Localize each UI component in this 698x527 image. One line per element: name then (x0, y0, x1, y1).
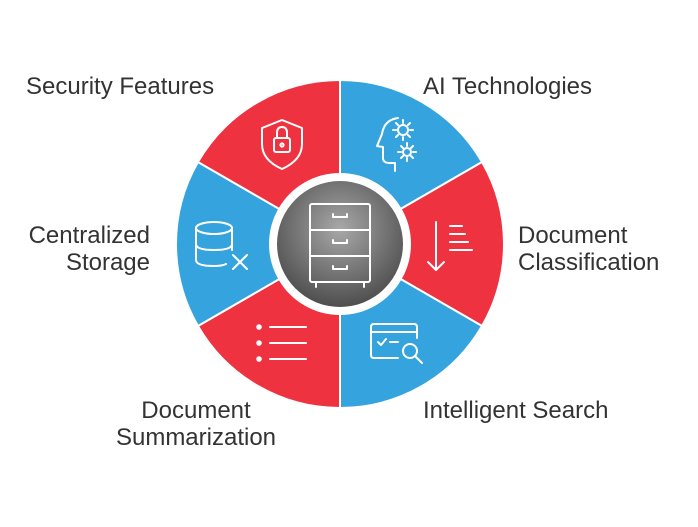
shield-lock-icon (261, 119, 303, 170)
label-ai-technologies: AI Technologies (423, 73, 592, 100)
label-line: Summarization (115, 424, 277, 451)
label-document-classification: Document Classification (518, 222, 659, 276)
label-line: Classification (518, 249, 660, 276)
bullet-list-icon (256, 324, 307, 362)
filing-cabinet-icon (309, 203, 371, 288)
label-line: Security Features (26, 73, 215, 100)
label-line: Storage (65, 249, 150, 276)
sort-descending-icon (427, 221, 473, 271)
database-x-icon (195, 221, 248, 270)
label-line: Document (518, 222, 628, 249)
label-line: AI Technologies (423, 73, 593, 100)
label-intelligent-search: Intelligent Search (423, 397, 608, 424)
search-window-icon (370, 323, 423, 364)
label-centralized-storage: Centralized Storage (29, 222, 150, 276)
ai-head-gears-icon (376, 117, 417, 172)
label-line: Intelligent Search (423, 397, 609, 424)
label-line: Document (141, 397, 251, 424)
label-security-features: Security Features (26, 73, 214, 100)
label-document-summarization: Document Summarization (103, 397, 289, 451)
label-line: Centralized (28, 222, 150, 249)
